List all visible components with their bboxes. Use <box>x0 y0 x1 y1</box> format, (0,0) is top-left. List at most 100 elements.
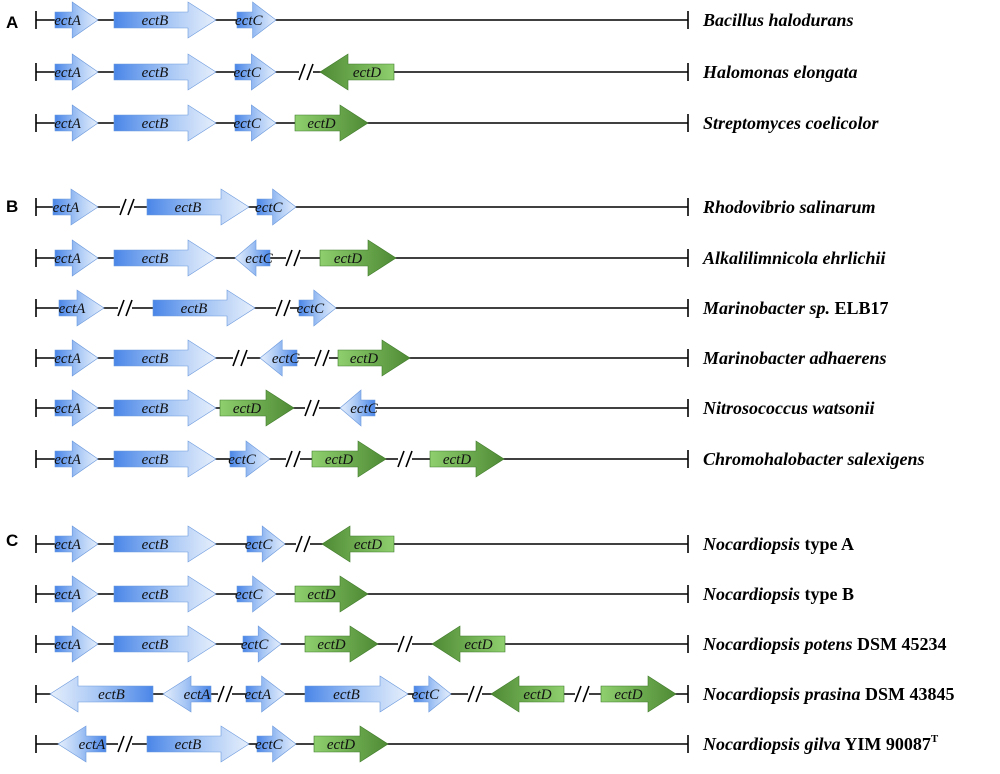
row-B2-organism-part-1: Alkalilimnicola ehrlichii <box>702 248 886 268</box>
row-A2-break-mark-1a <box>298 63 306 81</box>
row-C3-break-mark-1a <box>397 635 405 653</box>
panel-label-B: B <box>6 197 18 216</box>
row-A2-gene-ectD-arrow <box>319 53 395 91</box>
row-C1-organism-label: Nocardiopsis type A <box>702 534 854 554</box>
row-B1-organism-part-1: Rhodovibrio salinarum <box>702 197 876 217</box>
row-B5-gene-ectD-arrow <box>219 389 295 427</box>
row-C3-gene-ectA-label: ectA <box>54 637 81 653</box>
row-A1-gene-ectA-label: ectA <box>54 13 81 29</box>
row-A2-gene-ectC-arrow <box>234 53 277 91</box>
row-B6-organism-part-1: Chromohalobacter salexigens <box>703 449 925 469</box>
row-B6-break-gap-2 <box>398 455 412 463</box>
row-C2-gene-ectB-arrow <box>113 575 217 613</box>
row-A2-organism-part-1: Halomonas elongata <box>702 62 858 82</box>
row-A2-gene-ectC-label: ectC <box>233 65 261 81</box>
row-B6-break-mark-2a <box>397 450 405 468</box>
row-C4-gene-ectD-label: ectD <box>614 687 642 703</box>
row-B3-organism-label: Marinobacter sp. ELB17 <box>702 298 889 318</box>
row-C3-gene-ectB-label: ectB <box>142 637 169 653</box>
row-B6-gene-ectB-arrow <box>113 440 217 478</box>
row-B3-gene-ectB-label: ectB <box>181 301 208 317</box>
row-B5-break-mark-1a <box>304 399 312 417</box>
row-A3-gene-ectC-label: ectC <box>233 116 261 132</box>
row-C3-organism-part-2: DSM 45234 <box>853 634 947 654</box>
row-A1-organism-label: Bacillus halodurans <box>702 10 854 30</box>
row-A2-gene-ectB-label: ectB <box>142 65 169 81</box>
row-C5-gene-ectA-arrow <box>57 725 107 763</box>
row-B1-gene-ectC-label: ectC <box>255 200 283 216</box>
row-C2-gene-ectC-arrow <box>236 575 277 613</box>
row-B3-break-mark-2b <box>283 299 291 317</box>
row-B3-break-mark-1a <box>117 299 125 317</box>
row-B6-gene-ectD-arrow <box>429 440 505 478</box>
row-B3-gene-ectC-label: ectC <box>297 301 325 317</box>
row-A2-gene-ectD-label: ectD <box>353 65 381 81</box>
row-B1-gene-ectB-arrow <box>146 188 250 226</box>
row-C5-gene-ectC-arrow <box>256 725 297 763</box>
row-C5-gene-ectC-label: ectC <box>255 737 283 753</box>
row-B6-gene-ectD-label: ectD <box>443 452 471 468</box>
row-C1-gene-ectC-label: ectC <box>245 537 273 553</box>
row-C5-gene-ectB-label: ectB <box>175 737 202 753</box>
row-B3-break-gap-1 <box>118 304 132 312</box>
row-C2-gene-ectD-label: ectD <box>307 587 335 603</box>
row-C4-organism-part-2: DSM 43845 <box>861 684 955 704</box>
row-B4-gene-ectC-label: ectC <box>272 351 300 367</box>
row-C1-break-gap-1 <box>296 540 310 548</box>
row-B4-gene-ectB-label: ectB <box>142 351 169 367</box>
row-B5-break-mark-1b <box>312 399 320 417</box>
row-B2-break-mark-1a <box>285 249 293 267</box>
row-B1-gene-ectA-label: ectA <box>53 200 80 216</box>
row-A3-gene-ectB-label: ectB <box>142 116 169 132</box>
row-A3-gene-ectC-arrow <box>234 104 277 142</box>
row-A2-organism-label: Halomonas elongata <box>702 62 858 82</box>
row-A3-organism-part-1: Streptomyces coelicolor <box>703 113 879 133</box>
row-C1-organism-part-2: type A <box>800 534 854 554</box>
row-B6-gene-ectD-label: ectD <box>325 452 353 468</box>
row-B6-gene-ectD-arrow <box>311 440 387 478</box>
row-B2-gene-ectA-arrow <box>54 239 99 277</box>
row-A2-gene-ectA-arrow <box>54 53 99 91</box>
row-C3-gene-ectB-arrow <box>113 625 217 663</box>
row-B2-break-mark-1b <box>293 249 301 267</box>
row-A3-gene-ectA-arrow <box>54 104 99 142</box>
row-B6-gene-ectA-arrow <box>54 440 99 478</box>
row-B3-break-mark-2a <box>275 299 283 317</box>
row-B6-break-mark-1a <box>285 450 293 468</box>
row-C5-gene-ectD-label: ectD <box>327 737 355 753</box>
row-C4-gene-ectB-label: ectB <box>98 687 125 703</box>
row-C3-break-mark-1b <box>405 635 413 653</box>
row-C4-gene-ectA-label: ectA <box>244 687 271 703</box>
row-C1-gene-ectB-arrow <box>113 525 217 563</box>
row-B2-gene-ectD-label: ectD <box>334 251 362 267</box>
row-B6-gene-ectC-arrow <box>229 440 271 478</box>
row-B5-gene-ectB-label: ectB <box>142 401 169 417</box>
row-B4-break-gap-1 <box>233 354 247 362</box>
row-B2-gene-ectC-label: ectC <box>245 251 273 267</box>
row-B3-organism-part-1: Marinobacter sp. <box>702 298 830 318</box>
row-C3-gene-ectD-label: ectD <box>464 637 492 653</box>
row-B6-gene-ectB-label: ectB <box>142 452 169 468</box>
row-C5-break-mark-1a <box>117 735 125 753</box>
row-B4-organism-part-1: Marinobacter adhaerens <box>702 348 887 368</box>
row-B4-break-mark-2b <box>322 349 330 367</box>
row-B4-gene-ectD-label: ectD <box>350 351 378 367</box>
row-C2-organism-part-1: Nocardiopsis <box>702 584 800 604</box>
row-B5-gene-ectC-arrow <box>339 389 376 427</box>
row-B1-break-mark-1a <box>119 198 127 216</box>
row-C4-gene-ectD-arrow <box>490 675 565 713</box>
row-A1-organism-part-1: Bacillus halodurans <box>702 10 854 30</box>
row-B3-gene-ectC-arrow <box>298 289 337 327</box>
row-A2-break-mark-1b <box>306 63 314 81</box>
row-B5-organism-part-1: Nitrosococcus watsonii <box>702 398 875 418</box>
row-A3-gene-ectB-arrow <box>113 104 217 142</box>
row-C3-gene-ectC-arrow <box>242 625 282 663</box>
row-C3-organism-part-1: Nocardiopsis potens <box>702 634 853 654</box>
row-A2-gene-ectB-arrow <box>113 53 217 91</box>
row-C3-gene-ectA-arrow <box>54 625 99 663</box>
row-B3-gene-ectA-label: ectA <box>59 301 86 317</box>
row-C5-organism-part-3: T <box>931 733 939 745</box>
row-A1-gene-ectC-label: ectC <box>235 13 263 29</box>
row-C1-gene-ectA-arrow <box>54 525 99 563</box>
